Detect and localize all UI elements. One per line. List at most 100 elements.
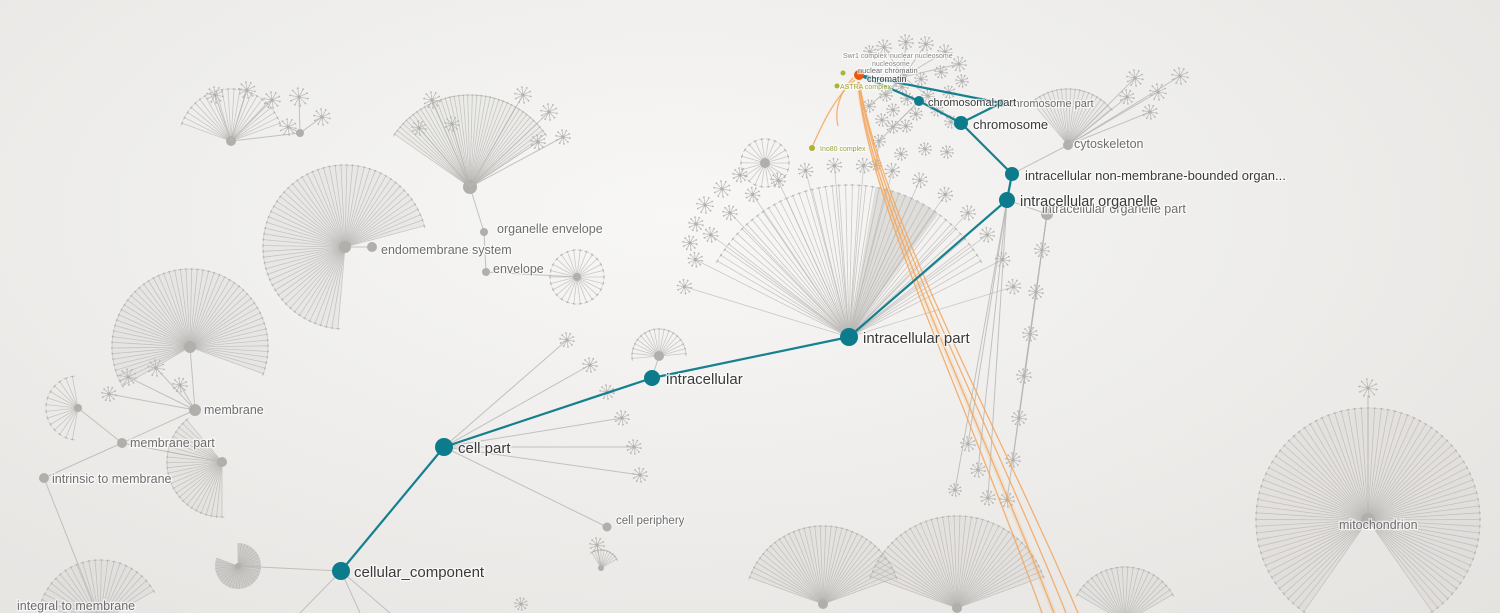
leaf-node-cluster[interactable]	[722, 205, 738, 221]
leaf-node-cluster[interactable]	[1011, 410, 1027, 426]
leaf-node-cluster[interactable]	[101, 386, 117, 402]
node-circle-intracellular-non-membrane-bounded-organelle[interactable]	[1005, 167, 1019, 181]
node-circle-cell-part[interactable]	[435, 438, 453, 456]
term-node-collapsed[interactable]	[39, 473, 49, 483]
term-label-small[interactable]: nucleosome	[871, 60, 911, 70]
leaf-node-cluster[interactable]	[313, 108, 331, 126]
leaf-node-cluster[interactable]	[147, 359, 165, 377]
leaf-node-cluster[interactable]	[879, 88, 893, 102]
leaf-node-cluster[interactable]	[876, 39, 892, 55]
leaf-node-cluster[interactable]	[921, 89, 935, 103]
node-nuclear-chromatin[interactable]	[854, 70, 864, 80]
term-label[interactable]: intracellular organelle part	[1041, 201, 1188, 218]
leaf-node-cluster[interactable]	[555, 129, 571, 145]
leaf-node-cluster[interactable]	[702, 226, 719, 243]
leaf-node-cluster[interactable]	[514, 86, 532, 104]
term-label[interactable]: endomembrane system	[380, 242, 513, 259]
node-circle-cellular_component[interactable]	[332, 562, 350, 580]
node-intracellular-non-membrane-bounded-organelle[interactable]	[1005, 167, 1019, 181]
leaf-node-cluster[interactable]	[682, 235, 698, 251]
leaf-node-cluster[interactable]	[1022, 326, 1038, 342]
leaf-node-cluster[interactable]	[423, 91, 441, 109]
term-label[interactable]: cell periphery	[615, 514, 686, 529]
leaf-node-cluster[interactable]	[863, 45, 877, 59]
term-node-collapsed[interactable]	[602, 522, 612, 532]
leaf-node-cluster[interactable]	[626, 439, 642, 455]
node-cellular_component[interactable]	[332, 562, 350, 580]
leaf-node-cluster[interactable]	[899, 119, 913, 133]
leaf-node-cluster[interactable]	[894, 147, 908, 161]
term-node-collapsed[interactable]	[1041, 208, 1053, 220]
leaf-node-cluster[interactable]	[918, 142, 932, 156]
complex-node[interactable]	[840, 70, 846, 76]
leaf-node-cluster[interactable]	[979, 226, 996, 243]
leaf-node-cluster[interactable]	[744, 186, 761, 203]
term-label[interactable]: cytoskeleton	[1073, 136, 1145, 153]
leaf-node-cluster[interactable]	[688, 216, 704, 232]
leaf-node-cluster[interactable]	[530, 134, 546, 150]
leaf-node-cluster[interactable]	[411, 120, 427, 136]
leaf-node-cluster[interactable]	[855, 157, 872, 174]
leaf-node-cluster[interactable]	[172, 377, 188, 393]
node-label-intracellular-non-membrane-bounded-organelle[interactable]: intracellular non-membrane-bounded organ…	[1024, 167, 1287, 185]
leaf-node-cluster[interactable]	[696, 196, 714, 214]
leaf-node-cluster[interactable]	[614, 410, 630, 426]
term-node-collapsed[interactable]	[899, 73, 907, 81]
node-circle-intracellular-organelle[interactable]	[999, 192, 1015, 208]
node-intracellular-organelle[interactable]	[999, 192, 1015, 208]
leaf-node-cluster[interactable]	[948, 483, 962, 497]
leaf-node-cluster[interactable]	[732, 167, 748, 183]
leaf-node-cluster[interactable]	[970, 462, 986, 478]
term-label-small[interactable]: ASTRA complex	[839, 83, 893, 93]
node-circle-chromosome[interactable]	[954, 116, 968, 130]
term-node-collapsed[interactable]	[480, 228, 488, 236]
cluster-node[interactable]	[760, 158, 770, 168]
term-label[interactable]: envelope	[492, 261, 545, 278]
leaf-node-cluster[interactable]	[289, 87, 309, 107]
term-label-small[interactable]: nuclear chromatin	[857, 65, 919, 77]
leaf-node-cluster[interactable]	[582, 357, 598, 373]
leaf-node-cluster[interactable]	[713, 180, 731, 198]
node-label-cell-part[interactable]: cell part	[457, 439, 513, 459]
term-node-collapsed[interactable]	[189, 404, 201, 416]
leaf-node-cluster[interactable]	[279, 118, 297, 136]
term-label[interactable]: membrane	[203, 402, 265, 419]
leaf-node-cluster[interactable]	[914, 72, 928, 86]
node-intracellular-part[interactable]	[840, 328, 858, 346]
term-label[interactable]: membrane part	[129, 435, 217, 452]
leaf-node-cluster[interactable]	[1142, 104, 1158, 120]
leaf-node-cluster[interactable]	[940, 145, 954, 159]
leaf-node-cluster[interactable]	[1005, 278, 1022, 295]
leaf-node-cluster[interactable]	[687, 251, 704, 268]
term-label[interactable]: intrinsic to membrane	[51, 471, 173, 488]
term-label-small[interactable]: Swr1 complex	[842, 52, 889, 62]
leaf-node-cluster[interactable]	[632, 467, 648, 483]
leaf-node-cluster[interactable]	[934, 65, 948, 79]
leaf-node-cluster[interactable]	[955, 74, 969, 88]
leaf-node-cluster[interactable]	[263, 91, 281, 109]
node-chromosome[interactable]	[954, 116, 968, 130]
leaf-node-cluster[interactable]	[884, 162, 901, 179]
leaf-node-cluster[interactable]	[909, 107, 923, 121]
complex-node[interactable]	[834, 83, 840, 89]
node-label-cellular_component[interactable]: cellular_component	[353, 563, 486, 583]
leaf-node-cluster[interactable]	[676, 278, 693, 295]
leaf-node-cluster[interactable]	[937, 44, 953, 60]
leaf-node-cluster[interactable]	[589, 537, 605, 553]
leaf-node-cluster[interactable]	[559, 332, 575, 348]
leaf-node-cluster[interactable]	[1149, 83, 1167, 101]
leaf-node-cluster[interactable]	[444, 116, 460, 132]
leaf-node-cluster[interactable]	[951, 56, 967, 72]
leaf-node-cluster[interactable]	[119, 368, 137, 386]
leaf-node-cluster[interactable]	[1171, 67, 1189, 85]
cluster-node[interactable]	[818, 599, 828, 609]
leaf-node-cluster[interactable]	[1028, 284, 1044, 300]
leaf-node-cluster[interactable]	[540, 103, 558, 121]
cluster-node[interactable]	[952, 603, 962, 613]
leaf-node-cluster[interactable]	[937, 186, 954, 203]
leaf-node-cluster[interactable]	[918, 36, 934, 52]
term-label[interactable]: organelle envelope	[496, 221, 604, 238]
node-chromosomal-part[interactable]	[914, 96, 924, 106]
